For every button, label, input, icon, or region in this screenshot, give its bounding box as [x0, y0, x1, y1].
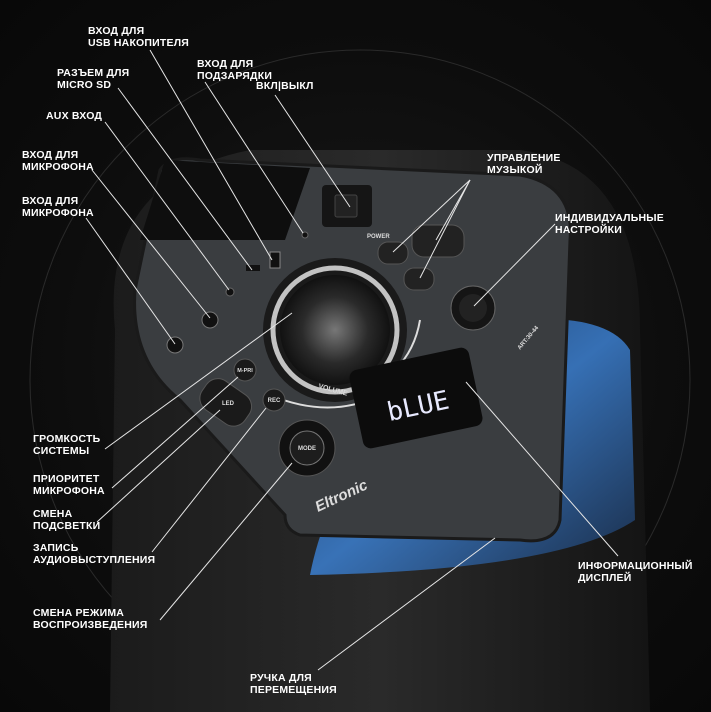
music-play-button [403, 267, 435, 291]
leader-lines [85, 49, 619, 671]
volume-knob [280, 275, 390, 385]
rec-button [262, 388, 286, 412]
microsd-slot [246, 265, 260, 271]
label-aux-input: AUX ВХОД [46, 110, 103, 122]
usb-port [269, 251, 281, 269]
charge-port [301, 231, 309, 239]
mic-jack-1 [166, 336, 184, 354]
mic-priority-text: M-PRI [237, 368, 253, 374]
mode-text: MODE [298, 446, 316, 452]
mic-jack-2 [201, 311, 219, 329]
rec-text: REC [268, 398, 281, 404]
aux-jack [225, 287, 235, 297]
music-next-button [411, 224, 465, 258]
label-power-switch: ВКЛ|ВЫКЛ [256, 80, 314, 92]
mic-priority-button [233, 358, 257, 382]
music-prev-button [377, 241, 409, 265]
info-display [349, 347, 483, 449]
led-button [199, 378, 253, 427]
power-text: POWER [367, 234, 390, 240]
handle-slot [140, 160, 310, 240]
svg-text:LED: LED [222, 401, 235, 407]
mode-button [289, 430, 325, 466]
